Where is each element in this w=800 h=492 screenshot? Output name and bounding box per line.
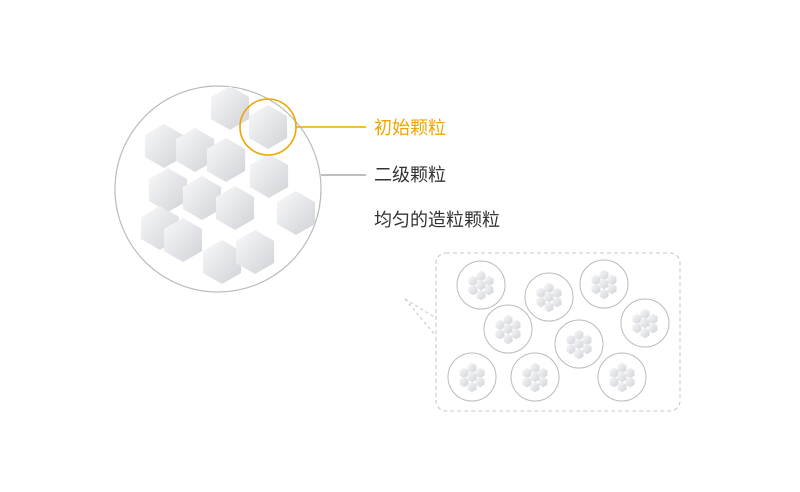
hexagon-particle-icon: [522, 376, 532, 388]
hexagon-particle-icon: [632, 313, 642, 325]
hexagon-particle-icon: [248, 105, 288, 149]
hexagon-particle-icon: [276, 191, 316, 235]
hexagon-particle-icon: [609, 376, 619, 388]
hexagon-particle-icon: [599, 278, 609, 290]
hexagon-particle-icon: [522, 367, 532, 379]
hexagon-particle-icon: [202, 240, 242, 284]
hexagon-particle-icon: [538, 376, 548, 388]
hexagon-particle-icon: [530, 371, 540, 383]
hexagon-particle-icon: [467, 371, 477, 383]
hexagon-particle-icon: [625, 367, 635, 379]
hexagon-particle-icon: [591, 274, 601, 286]
hexagon-particle-icon: [625, 376, 635, 388]
hexagon-particle-icon: [475, 367, 485, 379]
hexagon-particle-icon: [582, 334, 592, 346]
primary-particle-cluster: [140, 86, 316, 284]
hexagon-particle-icon: [511, 319, 521, 331]
hexagon-particle-icon: [599, 288, 609, 300]
callout-pointer-upper: [404, 298, 437, 319]
hexagon-particle-icon: [530, 362, 540, 374]
hexagon-particle-icon: [476, 279, 486, 291]
hexagon-particle-icon: [175, 128, 215, 172]
uniform-granule-label: 均匀的造粒颗粒: [374, 210, 500, 231]
hexagon-particle-icon: [210, 86, 250, 130]
hexagon-particle-icon: [607, 274, 617, 286]
hexagon-particle-icon: [495, 328, 505, 340]
hexagon-particle-icon: [574, 348, 584, 360]
hexagon-particle-icon: [503, 333, 513, 345]
hexagon-particle-icon: [249, 154, 289, 198]
hexagon-particle-icon: [148, 168, 188, 212]
hexagon-particle-icon: [476, 289, 486, 301]
hexagon-particle-icon: [467, 362, 477, 374]
hexagon-particle-icon: [182, 176, 222, 220]
hexagon-particle-icon: [503, 314, 513, 326]
hexagon-particle-icon: [484, 284, 494, 296]
hexagon-particle-icon: [552, 296, 562, 308]
hexagon-particle-icon: [640, 308, 650, 320]
hexagon-particle-icon: [640, 327, 650, 339]
hexagon-particle-icon: [566, 334, 576, 346]
hexagon-particle-icon: [530, 381, 540, 393]
hexagon-particle-icon: [163, 218, 203, 262]
hexagon-particle-icon: [484, 275, 494, 287]
hexagon-particle-icon: [617, 362, 627, 374]
secondary-particle-label: 二级颗粒: [374, 165, 446, 186]
hexagon-particle-icon: [544, 291, 554, 303]
hexagon-particle-icon: [607, 283, 617, 295]
hexagon-particle-icon: [215, 186, 255, 230]
hexagon-particle-icon: [459, 376, 469, 388]
hexagon-particle-icon: [536, 296, 546, 308]
hexagon-particle-icon: [503, 323, 513, 335]
hexagon-particle-icon: [617, 381, 627, 393]
hexagon-particle-icon: [475, 376, 485, 388]
hexagon-particle-icon: [468, 284, 478, 296]
hexagon-particle-icon: [566, 343, 576, 355]
hexagon-particle-icon: [235, 230, 275, 274]
hexagon-particle-icon: [459, 367, 469, 379]
granule-group: [447, 259, 670, 402]
hexagon-particle-icon: [648, 322, 658, 334]
hexagon-particle-icon: [467, 381, 477, 393]
hexagon-particle-icon: [591, 283, 601, 295]
hexagon-particle-icon: [495, 319, 505, 331]
hexagon-particle-icon: [544, 282, 554, 294]
hexagon-particle-icon: [648, 313, 658, 325]
hexagon-particle-icon: [582, 343, 592, 355]
hexagon-particle-icon: [544, 301, 554, 313]
hexagon-particle-icon: [476, 270, 486, 282]
hexagon-particle-icon: [632, 322, 642, 334]
hexagon-particle-icon: [617, 371, 627, 383]
hexagon-particle-icon: [599, 269, 609, 281]
hexagon-particle-icon: [574, 338, 584, 350]
hexagon-particle-icon: [206, 138, 246, 182]
hexagon-particle-icon: [609, 367, 619, 379]
hexagon-particle-icon: [511, 328, 521, 340]
hexagon-particle-icon: [536, 287, 546, 299]
primary-particle-label: 初始颗粒: [374, 118, 446, 139]
hexagon-particle-icon: [640, 317, 650, 329]
hexagon-particle-icon: [144, 124, 184, 168]
hexagon-particle-icon: [552, 287, 562, 299]
callout-pointer-lower: [404, 298, 437, 337]
hexagon-particle-icon: [574, 329, 584, 341]
hexagon-particle-icon: [468, 275, 478, 287]
hexagon-particle-icon: [538, 367, 548, 379]
